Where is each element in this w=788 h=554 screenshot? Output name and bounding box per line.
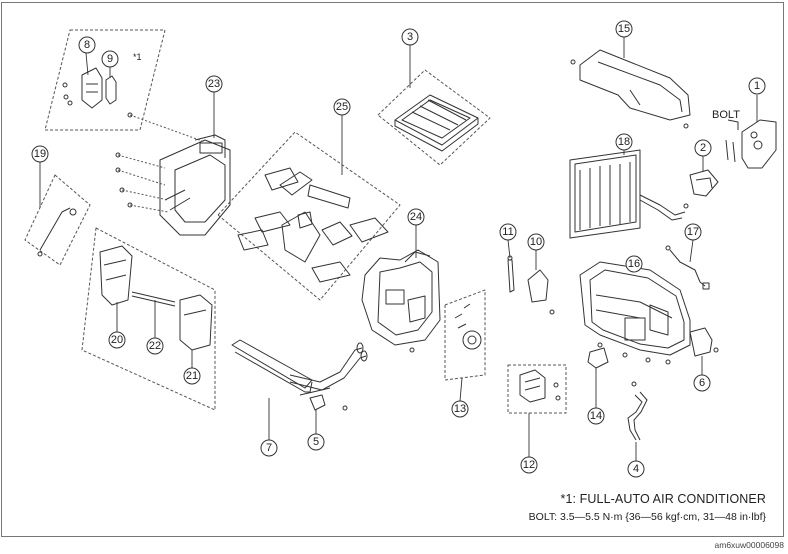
callout-num-12: 12: [523, 459, 535, 471]
callout-14: [587, 407, 605, 425]
callout-num-7: 7: [266, 442, 272, 454]
callout-15: [615, 20, 633, 38]
callout-num-23: 23: [208, 78, 220, 90]
callout-num-9: 9: [107, 53, 113, 65]
callout-16: [625, 255, 643, 273]
part-14: [587, 347, 609, 369]
callout-num-15: 15: [618, 23, 630, 35]
callout-num-5: 5: [313, 436, 319, 448]
callout-num-4: 4: [633, 463, 639, 475]
part-3: [394, 94, 479, 152]
group-box-3: [377, 69, 491, 166]
callout-6: [693, 374, 711, 392]
callout-num-24: 24: [410, 211, 422, 223]
callout-10: [527, 233, 545, 251]
part-12: [519, 369, 561, 403]
callout-17: [684, 223, 702, 241]
callout-num-13: 13: [454, 403, 466, 415]
part-23: [159, 134, 231, 236]
callout-18: [615, 133, 633, 151]
callout-3: [401, 28, 419, 46]
callout-22: [146, 337, 164, 355]
full-auto-note: *1: FULL-AUTO AIR CONDITIONER: [560, 492, 766, 506]
callout-11: [499, 223, 517, 241]
callout-5: [307, 433, 325, 451]
callout-8: [78, 36, 96, 54]
callout-num-6: 6: [699, 377, 705, 389]
part-13: [454, 303, 482, 350]
group-box-8-9: [44, 29, 166, 131]
callout-20: [108, 331, 126, 349]
callout-4: [627, 460, 645, 478]
footnote-marker: *1: [133, 52, 142, 62]
group-boxes: [24, 29, 567, 414]
callout-num-22: 22: [149, 340, 161, 352]
callout-12: [520, 456, 538, 474]
callout-num-21: 21: [186, 370, 198, 382]
part-20: [99, 245, 133, 306]
callout-numbers: 1 2 3 4 5 6 7 8 9 10 11 12 13 14 15 16 1…: [34, 23, 760, 475]
part-2: [689, 169, 719, 197]
callout-7: [260, 439, 278, 457]
callout-2: [694, 139, 712, 157]
callout-num-10: 10: [530, 236, 542, 248]
callout-21: [183, 367, 201, 385]
callout-num-2: 2: [700, 142, 706, 154]
callout-23: [205, 75, 223, 93]
group-box-19: [24, 174, 91, 266]
callout-num-11: 11: [502, 226, 513, 238]
part-25: [237, 167, 389, 283]
callout-19: [31, 145, 49, 163]
diagram-frame: [1, 2, 784, 537]
callout-num-25: 25: [336, 101, 348, 113]
part-19: [37, 207, 77, 257]
callout-num-3: 3: [407, 31, 413, 43]
callout-num-8: 8: [84, 39, 90, 51]
callout-num-18: 18: [618, 136, 630, 148]
callout-num-1: 1: [754, 80, 760, 92]
part-1: [741, 119, 777, 169]
part-17: [665, 245, 710, 290]
part-5: [309, 394, 348, 411]
callout-num-20: 20: [111, 334, 123, 346]
part-11: [507, 255, 515, 293]
callout-13: [451, 400, 469, 418]
callout-circles: [31, 20, 766, 478]
callout-24: [407, 208, 425, 226]
part-7: [231, 339, 368, 396]
callout-num-17: 17: [687, 226, 699, 238]
callout-num-16: 16: [628, 258, 640, 270]
part-8-9: [62, 67, 117, 109]
leader-lines: [39, 37, 758, 461]
callout-25: [333, 98, 351, 116]
part-24: [361, 249, 441, 353]
part-4: [627, 381, 648, 441]
bolt-pointer: [725, 119, 739, 163]
bolt-torque-note: BOLT: 3.5—5.5 N·m {36—56 kgf·cm, 31—48 i…: [528, 511, 766, 523]
part-15: [570, 49, 691, 129]
callout-9: [101, 50, 119, 68]
callout-num-19: 19: [34, 148, 46, 160]
group-box-13: [444, 289, 486, 381]
callout-1: [748, 77, 766, 95]
screws-23: [115, 112, 133, 208]
part-6: [689, 327, 719, 357]
part-21: [179, 294, 213, 351]
part-18: [569, 149, 689, 239]
part-10: [527, 269, 555, 315]
callout-num-14: 14: [590, 410, 602, 422]
group-box-12: [507, 364, 567, 414]
part-22: [131, 291, 176, 307]
bolt-label: BOLT: [712, 109, 740, 121]
part-16: [579, 261, 691, 365]
group-box-25: [217, 131, 401, 301]
group-box-20-22: [81, 227, 216, 411]
figure-id: am6xuw00006098: [714, 540, 784, 550]
